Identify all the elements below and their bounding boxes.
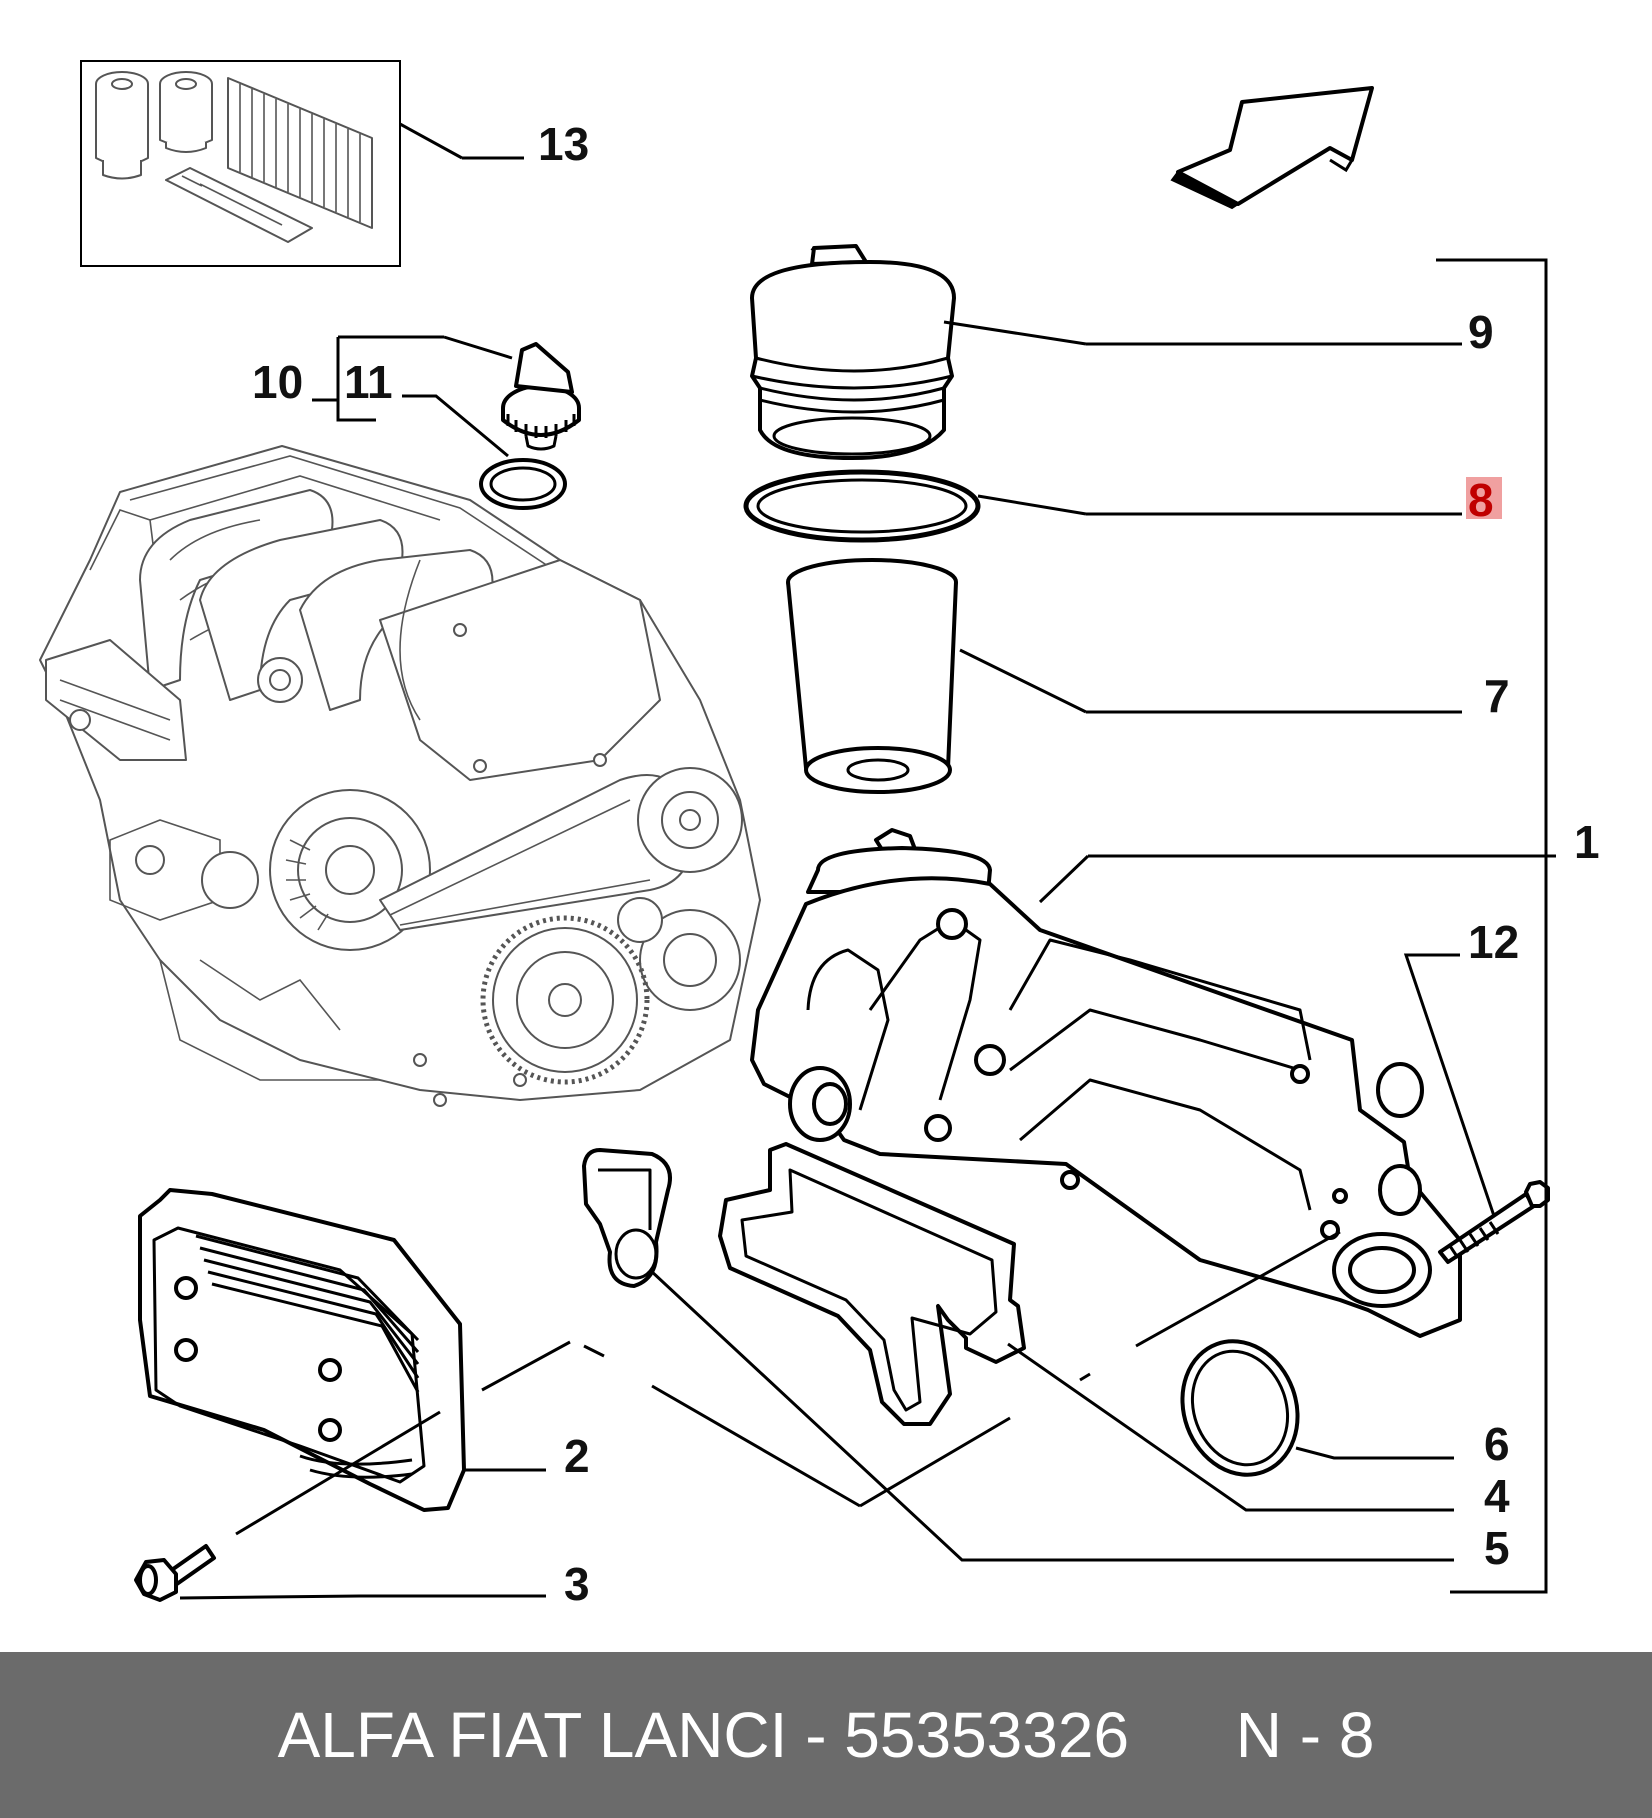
engine-illustration: [39, 445, 761, 1107]
parts-diagram: 13 10 11 9 8 7 1 12 2 3 6 4 5: [39, 60, 1600, 1610]
part-7-filter-element: [786, 558, 958, 794]
callout-13: 13: [538, 118, 589, 170]
part-1-filter-housing: [750, 828, 1462, 1338]
part-5-gasket: [582, 1148, 672, 1288]
callout-7: 7: [1484, 670, 1510, 722]
part-9-filter-cap: [750, 244, 956, 460]
callout-9: 9: [1468, 306, 1494, 358]
part-13-service-kit: [80, 60, 401, 267]
part-8-o-ring: [743, 469, 981, 543]
part-10-oil-cap: [501, 342, 581, 451]
part-6-o-ring: [1180, 1339, 1300, 1477]
callout-6: 6: [1484, 1418, 1510, 1470]
callout-2: 2: [564, 1430, 590, 1482]
part-11-cap-seal: [479, 458, 567, 510]
callout-4: 4: [1484, 1470, 1510, 1522]
callout-3: 3: [564, 1558, 590, 1610]
part-2-oil-cooler: [138, 1188, 466, 1512]
callout-8-highlight: [1466, 477, 1502, 519]
callout-5: 5: [1484, 1522, 1510, 1574]
part-12-bolt: [1438, 1180, 1550, 1264]
callout-12: 12: [1468, 916, 1519, 968]
footer-bar: ALFA FIAT LANCI - 55353326 N - 8: [0, 1652, 1652, 1818]
footer-diagram-position: N - 8: [1235, 1699, 1375, 1771]
direction-arrow-icon: [1170, 86, 1374, 210]
callout-8: 8: [1468, 474, 1494, 526]
part-3-bolt: [134, 1544, 216, 1602]
callout-10: 10: [252, 356, 303, 408]
callout-1: 1: [1574, 816, 1600, 868]
part-4-gasket: [718, 1142, 1026, 1426]
callout-11: 11: [344, 356, 393, 408]
footer-brand-part-number: ALFA FIAT LANCI - 55353326: [277, 1699, 1130, 1771]
